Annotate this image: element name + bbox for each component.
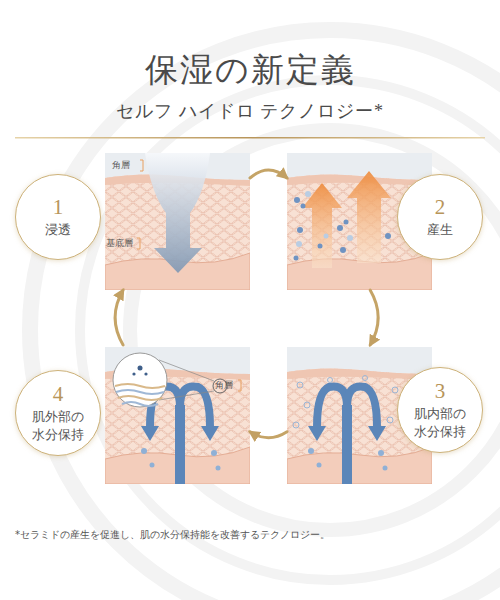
layer-label: 基底層 xyxy=(106,237,133,250)
layer-label: 角層 xyxy=(112,159,130,172)
droplet xyxy=(392,387,398,393)
droplet xyxy=(304,402,310,408)
water-molecule xyxy=(132,366,147,376)
step-circle: 2 産生 xyxy=(397,174,483,260)
lamella xyxy=(118,396,162,400)
bracket xyxy=(137,238,140,249)
atom xyxy=(138,366,143,371)
droplet xyxy=(293,422,299,428)
step-number: 1 xyxy=(53,196,64,219)
step-circle: 4肌外部の 水分保持 xyxy=(15,370,101,456)
step-number: 4 xyxy=(53,383,64,406)
droplet xyxy=(363,376,368,381)
skin-panel xyxy=(105,153,250,290)
skin-section xyxy=(105,347,250,484)
molecule xyxy=(297,227,303,233)
droplets xyxy=(293,376,398,429)
diagram-title: 保湿の新定義 xyxy=(0,48,500,93)
lamella xyxy=(122,402,158,406)
molecule xyxy=(294,197,300,203)
layer-label: 角層 xyxy=(215,379,233,392)
molecule xyxy=(340,247,346,253)
production-arrow xyxy=(302,183,342,268)
subtitle: セルフ ハイドロ テクノロジー* xyxy=(0,99,500,123)
molecule xyxy=(347,235,353,241)
molecule xyxy=(344,220,349,225)
molecule xyxy=(324,234,329,239)
penetration-arrow xyxy=(145,153,210,273)
step-circle: 3肌内部の 水分保持 xyxy=(397,367,483,453)
step-number: 3 xyxy=(435,380,446,403)
magnifier-ring xyxy=(113,353,167,407)
step-number: 2 xyxy=(435,196,446,219)
water-fountain xyxy=(308,386,388,484)
step-group: 2 産生 xyxy=(287,150,485,290)
cycle-arrow xyxy=(115,290,123,345)
magnifier xyxy=(113,353,167,407)
molecule xyxy=(385,233,391,239)
cycle-arrow xyxy=(370,290,378,345)
cycle-arrow xyxy=(250,170,287,178)
molecules xyxy=(296,191,353,247)
droplet xyxy=(328,378,333,383)
droplet xyxy=(387,417,393,423)
step-group: 1 浸透 xyxy=(15,150,250,290)
cycle-arrow xyxy=(250,432,287,438)
atom xyxy=(132,372,135,375)
molecule xyxy=(318,244,323,249)
step-text: 肌外部の 水分保持 xyxy=(29,408,87,443)
molecules xyxy=(294,197,392,261)
step-text: 産生 xyxy=(411,221,469,239)
droplet xyxy=(297,382,303,388)
atom xyxy=(144,372,147,375)
caption: *セラミドの産生を促進し、肌の水分保持能を改善するテクノロジー。 xyxy=(15,528,485,542)
molecule xyxy=(296,241,302,247)
step-text: 肌内部の 水分保持 xyxy=(411,405,469,440)
skin-panel xyxy=(105,347,250,484)
molecule xyxy=(294,256,299,261)
title-rule xyxy=(15,137,485,139)
molecule xyxy=(305,191,311,197)
molecule xyxy=(337,225,343,231)
bracket xyxy=(140,160,143,171)
swirl xyxy=(80,80,500,580)
skin-section xyxy=(105,153,250,290)
bracket xyxy=(238,380,241,391)
lamella xyxy=(116,390,164,394)
production-arrow xyxy=(347,171,391,263)
step-text: 浸透 xyxy=(29,221,87,239)
lamella xyxy=(115,384,165,388)
molecule xyxy=(301,204,306,209)
step-group: 3肌内部の 水分保持 xyxy=(287,345,485,485)
step-group: 4肌外部の 水分保持 xyxy=(15,345,250,485)
step-circle: 1 浸透 xyxy=(15,174,101,260)
